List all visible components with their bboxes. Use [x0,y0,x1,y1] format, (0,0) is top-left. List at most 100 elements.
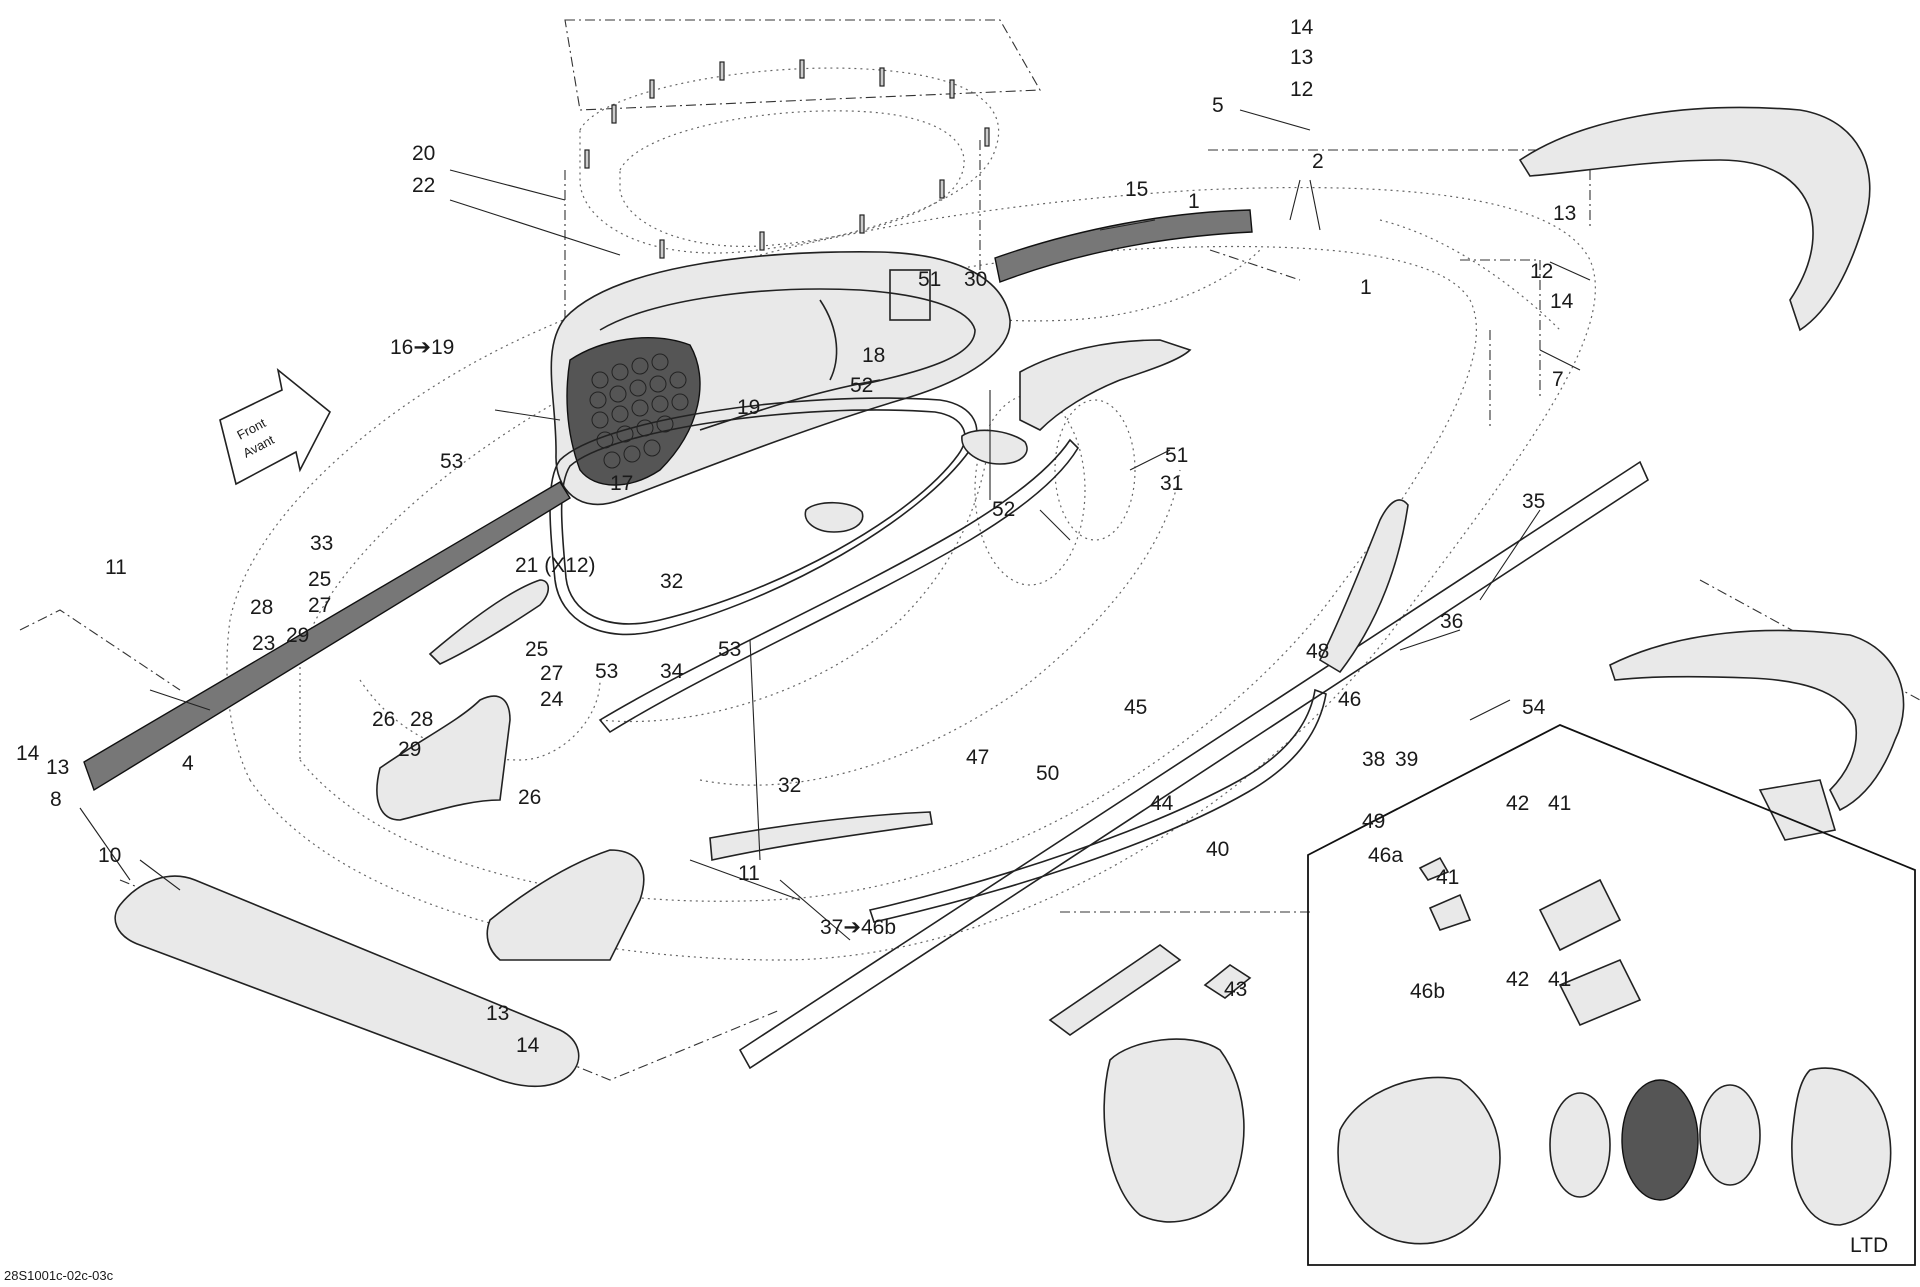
callout-c21: 21 (X12) [515,554,596,577]
bracket-38 [1558,958,1642,1027]
handle-23 [376,695,511,821]
rub-strip-11-top [994,209,1253,283]
plate-46b [1699,1084,1761,1186]
plate-46 [1538,878,1622,952]
footer-drawing-code: 28S1001c-02c-03c [4,1268,114,1283]
callout-c29a: 29 [286,624,309,647]
callout-c53b: 53 [718,638,741,661]
callout-c4: 4 [182,752,194,775]
callout-c27a: 27 [308,594,331,617]
side-handle-35 [1609,629,1905,812]
callout-c23: 23 [252,632,275,655]
hull-hatch-ring [974,394,1086,586]
callout-c11b: 11 [738,862,760,885]
callout-c13b: 13 [1553,202,1576,225]
clip-45 [1418,856,1450,881]
callout-c42b: 42 [1506,968,1529,991]
trim-31 [1318,499,1409,674]
callout-c29b: 29 [398,738,421,761]
callout-c25b: 25 [525,638,548,661]
callout-c14d: 14 [516,1034,540,1057]
impeller-46 [1621,1079,1699,1201]
callout-c54: 54 [1522,696,1546,719]
callout-c1a: 1 [1188,190,1200,213]
cover-honeycomb-grille [566,337,701,486]
bumper-8 [114,875,580,1088]
callout-c13a: 13 [1290,46,1313,69]
clip-44 [1428,893,1472,931]
callout-c32a: 32 [660,570,683,593]
callout-c48: 48 [1306,640,1329,663]
callout-c28b: 28 [410,708,433,731]
leader-lines [79,109,1591,941]
callout-c53c: 53 [595,660,618,683]
callout-c2: 2 [1312,150,1324,173]
callout-c40: 40 [1206,838,1229,861]
ltd-label: LTD [1850,1234,1888,1257]
cover-47 [1048,944,1182,1036]
callout-c5: 5 [1212,94,1224,117]
callout-c18: 18 [862,344,885,367]
callout-c28a: 28 [250,596,273,619]
pump-housing [1337,1076,1501,1245]
callout-c15: 15 [1125,178,1148,201]
callout-c19: 19 [737,396,760,419]
callout-c51b: 51 [1165,444,1188,467]
callout-c25a: 25 [308,568,331,591]
storage-cover [550,251,1011,506]
callout-c24: 24 [540,688,564,711]
callout-c36: 36 [1440,610,1463,633]
reference-lines [19,19,1920,1081]
gasket-19 [804,501,864,533]
callout-c43: 43 [1224,978,1247,1001]
callout-c52b: 52 [992,498,1015,521]
callout-c16: 16➔19 [390,336,454,359]
callout-c14c: 14 [16,742,40,765]
callout-c8: 8 [50,788,62,811]
callout-c45: 45 [1124,696,1147,719]
callout-c14a: 14 [1290,16,1314,39]
callout-c53a: 53 [440,450,463,473]
callout-c30: 30 [964,268,987,291]
callout-c27b: 27 [540,662,563,685]
callout-c13c: 13 [46,756,69,779]
rear-grab-5 [1518,106,1871,332]
callout-c13d: 13 [486,1002,509,1025]
trim-30 [1019,339,1192,431]
callout-c11a: 11 [105,556,127,579]
cover-54 [1758,779,1837,841]
gasket-18 [961,429,1028,465]
seal-17-inner [560,409,966,625]
trim-32-bottom [868,688,1327,923]
callout-c41b: 41 [1436,866,1459,889]
callout-c41c: 41 [1548,968,1571,991]
callout-c7: 7 [1552,368,1564,391]
callout-c12b: 12 [1530,260,1553,283]
callout-c42a: 42 [1506,792,1529,815]
callout-c50: 50 [1036,762,1059,785]
callout-c1b: 1 [1360,276,1372,299]
callout-c20: 20 [412,142,435,165]
callout-c46a: 46a [1368,844,1403,867]
callout-c34: 34 [660,660,684,683]
callout-c46: 46 [1338,688,1361,711]
callout-c44: 44 [1150,792,1174,815]
trim-33 [428,579,550,665]
callout-c26a: 26 [372,708,395,731]
cover-bolt-frame [579,59,1000,259]
trim-34 [709,811,933,861]
callout-c32b: 32 [778,774,801,797]
seal-17 [549,397,978,636]
callout-c38: 38 [1362,748,1385,771]
ltd-inset-box: LTD [1307,724,1916,1266]
callout-c47: 47 [966,746,989,769]
callout-c22: 22 [412,174,435,197]
handle-24 [486,849,645,961]
callout-c35: 35 [1522,490,1545,513]
callout-c51a: 51 [918,268,941,291]
callout-c37: 37➔46b [820,916,896,939]
front-direction-arrow: Front Avant [219,367,332,486]
